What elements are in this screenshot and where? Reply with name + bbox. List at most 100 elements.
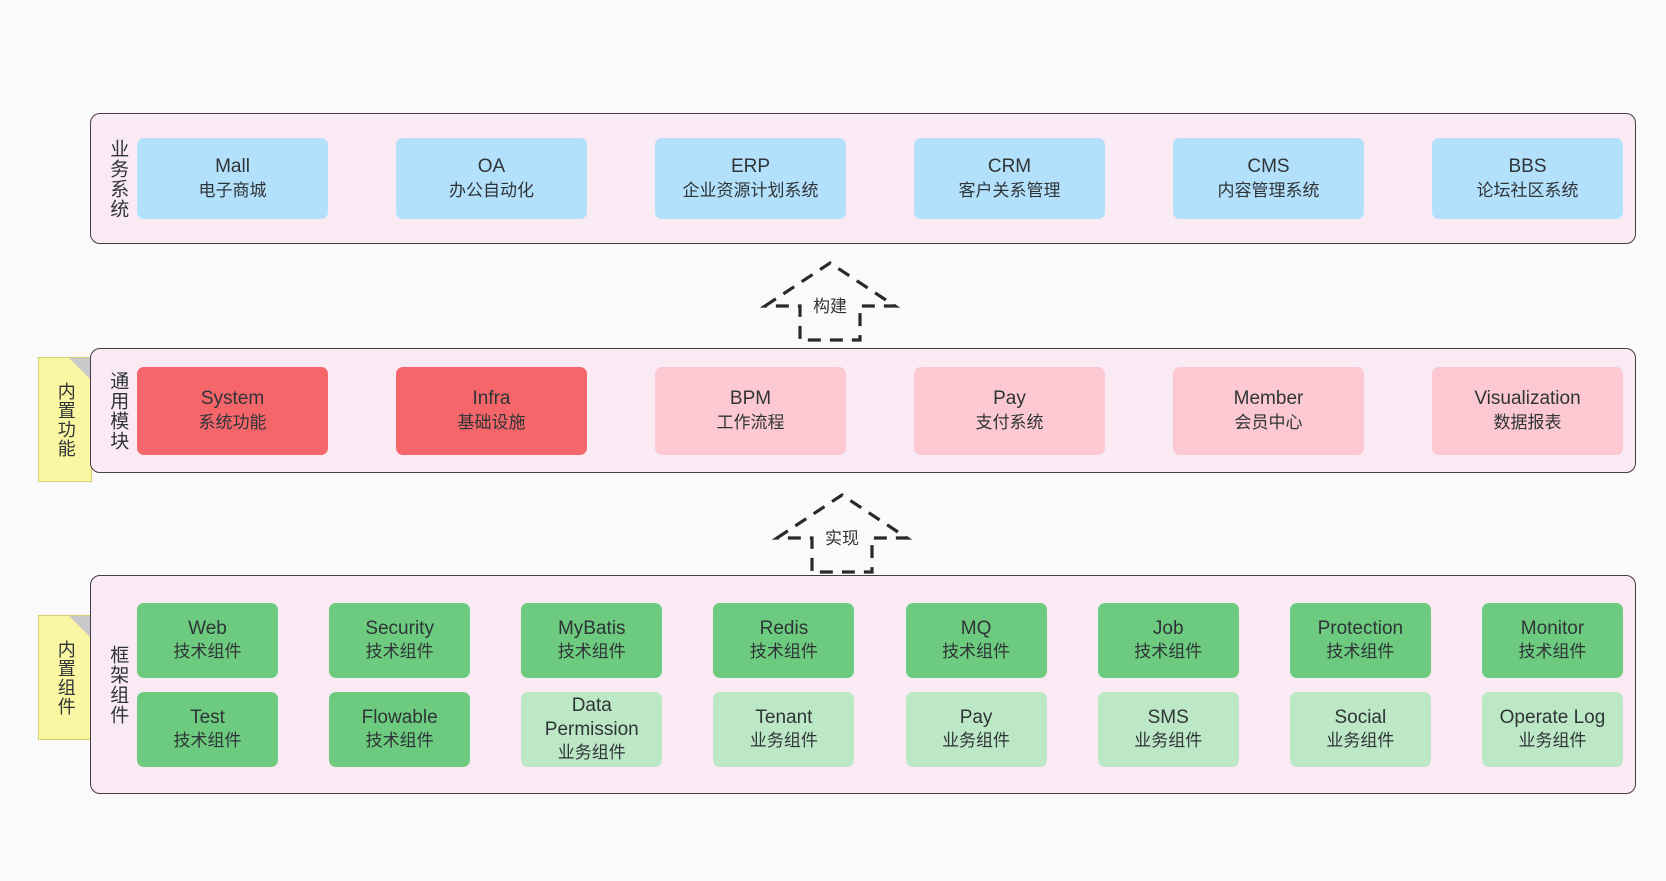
connector-label: 实现 [823, 524, 861, 549]
card-subtitle: 业务组件 [557, 743, 626, 763]
card-subtitle: 技术组件 [173, 642, 242, 662]
card-member[interactable]: Member 会员中心 [1173, 366, 1364, 455]
card-subtitle: 技术组件 [749, 642, 818, 662]
card-subtitle: 系统功能 [198, 412, 267, 432]
card-title: OA [477, 156, 506, 178]
card-subtitle: 技术组件 [1518, 642, 1587, 662]
layer-title-framework-component: 框架组件 [107, 644, 129, 725]
card-subtitle: 基础设施 [457, 412, 526, 432]
card-title: Operate Log [1499, 706, 1606, 728]
card-subtitle: 技术组件 [942, 642, 1011, 662]
card-title: CMS [1247, 156, 1290, 178]
card-title: MyBatis [557, 617, 626, 639]
card-title: Security [365, 617, 434, 639]
card-title: Pay [959, 706, 993, 728]
card-subtitle: 业务组件 [1518, 731, 1587, 751]
card-subtitle: 技术组件 [557, 642, 626, 662]
card-pay[interactable]: Pay 支付系统 [914, 366, 1105, 455]
card-row: Mall 电子商城 OA 办公自动化 ERP 企业资源计划系统 CRM 客户关系… [137, 138, 1623, 219]
layer-business-system: 业务系统 Mall 电子商城 OA 办公自动化 ERP 企业资源计划系统 CRM… [90, 113, 1636, 244]
card-sms[interactable]: SMS 业务组件 [1097, 691, 1239, 767]
card-operate-log[interactable]: Operate Log 业务组件 [1481, 691, 1623, 767]
card-pay-component[interactable]: Pay 业务组件 [905, 691, 1047, 767]
card-subtitle: 业务组件 [1326, 731, 1395, 751]
card-cms[interactable]: CMS 内容管理系统 [1173, 138, 1364, 219]
card-subtitle: 技术组件 [1326, 642, 1395, 662]
card-security[interactable]: Security 技术组件 [329, 602, 471, 678]
card-subtitle: 技术组件 [173, 731, 242, 751]
card-monitor[interactable]: Monitor 技术组件 [1481, 602, 1623, 678]
card-title: Social [1334, 706, 1387, 728]
layer-body-framework-component: Web 技术组件 Security 技术组件 MyBatis 技术组件 Redi… [137, 586, 1623, 783]
card-title: Tenant [755, 706, 813, 728]
card-subtitle: 业务组件 [942, 731, 1011, 751]
card-row: System 系统功能 Infra 基础设施 BPM 工作流程 Pay 支付系统… [137, 366, 1623, 455]
card-subtitle: 工作流程 [716, 412, 785, 432]
layer-title-general-module: 通用模块 [107, 370, 129, 451]
note-builtin-component: 内置组件 [38, 615, 92, 740]
card-mybatis[interactable]: MyBatis 技术组件 [521, 602, 663, 678]
note-builtin-feature: 内置功能 [38, 357, 92, 482]
card-bbs[interactable]: BBS 论坛社区系统 [1432, 138, 1623, 219]
card-title: BBS [1508, 156, 1547, 178]
card-job[interactable]: Job 技术组件 [1097, 602, 1239, 678]
card-title: MQ [960, 617, 992, 639]
layer-framework-component: 框架组件 Web 技术组件 Security 技术组件 MyBatis 技术组件… [90, 575, 1636, 794]
card-title: Visualization [1474, 388, 1581, 410]
card-subtitle: 技术组件 [365, 731, 434, 751]
card-title: Pay [993, 388, 1026, 410]
connector-build: 构建 [759, 258, 901, 343]
card-subtitle: 电子商城 [198, 180, 267, 200]
card-visualization[interactable]: Visualization 数据报表 [1432, 366, 1623, 455]
card-tenant[interactable]: Tenant 业务组件 [713, 691, 855, 767]
card-crm[interactable]: CRM 客户关系管理 [914, 138, 1105, 219]
card-bpm[interactable]: BPM 工作流程 [655, 366, 846, 455]
note-fold-corner-icon [69, 616, 91, 638]
note-label: 内置功能 [55, 381, 76, 458]
card-web[interactable]: Web 技术组件 [137, 602, 278, 678]
card-data-permission[interactable]: Data Permission 业务组件 [521, 691, 663, 767]
card-title: Mall [215, 156, 250, 178]
card-subtitle: 技术组件 [1134, 642, 1203, 662]
card-title: ERP [730, 156, 771, 178]
card-subtitle: 支付系统 [975, 412, 1044, 432]
card-oa[interactable]: OA 办公自动化 [396, 138, 587, 219]
layer-general-module: 通用模块 System 系统功能 Infra 基础设施 BPM 工作流程 Pay… [90, 348, 1636, 473]
card-erp[interactable]: ERP 企业资源计划系统 [655, 138, 846, 219]
card-mq[interactable]: MQ 技术组件 [905, 602, 1047, 678]
connector-implement: 实现 [771, 490, 913, 575]
card-social[interactable]: Social 业务组件 [1289, 691, 1431, 767]
card-redis[interactable]: Redis 技术组件 [713, 602, 855, 678]
card-title: Job [1152, 617, 1184, 639]
layer-body-business-system: Mall 电子商城 OA 办公自动化 ERP 企业资源计划系统 CRM 客户关系… [137, 124, 1623, 233]
layer-body-general-module: System 系统功能 Infra 基础设施 BPM 工作流程 Pay 支付系统… [137, 359, 1623, 462]
card-title: Test [190, 706, 225, 728]
card-title: Infra [472, 388, 511, 410]
card-system[interactable]: System 系统功能 [137, 366, 328, 455]
layer-title-business-system: 业务系统 [107, 138, 129, 219]
card-title: SMS [1147, 706, 1189, 728]
card-subtitle: 数据报表 [1493, 412, 1562, 432]
card-subtitle: 企业资源计划系统 [682, 180, 819, 200]
card-subtitle: 业务组件 [1134, 731, 1203, 751]
card-protection[interactable]: Protection 技术组件 [1289, 602, 1431, 678]
card-title: BPM [729, 388, 772, 410]
card-title: Flowable [361, 706, 438, 728]
card-title: Web [188, 617, 227, 639]
note-fold-corner-icon [69, 358, 91, 380]
card-title: Monitor [1520, 617, 1585, 639]
card-mall[interactable]: Mall 电子商城 [137, 138, 328, 219]
card-flowable[interactable]: Flowable 技术组件 [329, 691, 471, 767]
card-subtitle: 内容管理系统 [1217, 180, 1320, 200]
card-subtitle: 业务组件 [749, 731, 818, 751]
card-test[interactable]: Test 技术组件 [137, 691, 278, 767]
card-infra[interactable]: Infra 基础设施 [396, 366, 587, 455]
card-subtitle: 技术组件 [365, 642, 434, 662]
card-title: CRM [987, 156, 1032, 178]
connector-label: 构建 [811, 292, 849, 317]
note-label: 内置组件 [55, 639, 76, 716]
card-subtitle: 会员中心 [1234, 412, 1303, 432]
card-subtitle: 论坛社区系统 [1476, 180, 1579, 200]
card-title: System [200, 388, 265, 410]
